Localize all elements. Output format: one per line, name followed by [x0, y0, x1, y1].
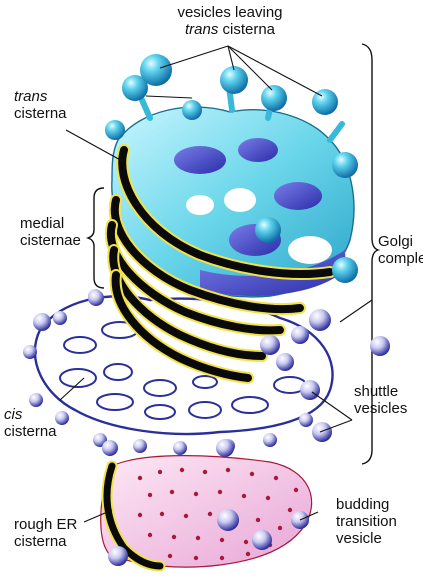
vesicle	[105, 120, 125, 140]
vesicle	[33, 313, 51, 331]
label-medial-cisternae-line2: cisternae	[20, 232, 81, 249]
label-rough-er-cisterna-line1: rough ER	[14, 516, 77, 533]
vesicle	[332, 257, 358, 283]
label-shuttle-vesicles-line1: shuttle	[354, 383, 407, 400]
label-vesicles-leaving-line1: vesicles leaving	[168, 4, 292, 21]
label-trans-cisterna-line2: cisterna	[14, 105, 67, 122]
label-rough-er-cisterna: rough ER cisterna	[14, 516, 77, 550]
label-budding-transition-vesicle: budding transition vesicle	[336, 496, 397, 547]
label-cis-cisterna: cis cisterna	[4, 406, 57, 440]
label-vesicles-leaving-trans: trans	[185, 21, 218, 38]
vesicle	[260, 335, 280, 355]
label-shuttle-vesicles-line2: vesicles	[354, 400, 407, 417]
label-budding-line3: vesicle	[336, 530, 397, 547]
transition-vesicle	[252, 530, 272, 550]
vesicle	[370, 336, 390, 356]
vesicle	[291, 326, 309, 344]
vesicle	[300, 380, 320, 400]
vesicle	[261, 85, 287, 111]
rough-er	[101, 456, 312, 568]
vesicle	[276, 353, 294, 371]
label-cis-cisterna-line1: cis	[4, 406, 57, 423]
label-medial-cisternae: medial cisternae	[20, 215, 81, 249]
vesicle	[255, 217, 281, 243]
vesicle	[309, 309, 331, 331]
vesicle	[220, 66, 248, 94]
label-golgi-complex-line1: Golgi	[378, 233, 423, 250]
vesicle	[102, 440, 118, 456]
label-trans-cisterna-line1: trans	[14, 88, 67, 105]
label-shuttle-vesicles: shuttle vesicles	[354, 383, 407, 417]
transition-vesicle	[217, 509, 239, 531]
label-medial-cisternae-line1: medial	[20, 215, 81, 232]
medial-cisternae-bracket	[88, 188, 104, 288]
vesicle	[312, 422, 332, 442]
label-budding-line1: budding	[336, 496, 397, 513]
label-rough-er-cisterna-line2: cisterna	[14, 533, 77, 550]
label-golgi-complex: Golgi complex	[378, 233, 423, 267]
label-trans-cisterna: trans cisterna	[14, 88, 67, 122]
vesicle	[182, 100, 202, 120]
vesicle	[140, 54, 172, 86]
label-cis-cisterna-line2: cisterna	[4, 423, 57, 440]
label-vesicles-leaving: vesicles leaving trans cisterna	[168, 4, 292, 38]
label-golgi-complex-line2: complex	[378, 250, 423, 267]
vesicle	[216, 439, 234, 457]
transition-vesicle	[108, 546, 128, 566]
label-vesicles-leaving-rest: cisterna	[218, 21, 275, 38]
label-budding-line2: transition	[336, 513, 397, 530]
label-vesicles-leaving-line2: trans cisterna	[168, 21, 292, 38]
vesicle	[88, 290, 104, 306]
vesicle	[332, 152, 358, 178]
